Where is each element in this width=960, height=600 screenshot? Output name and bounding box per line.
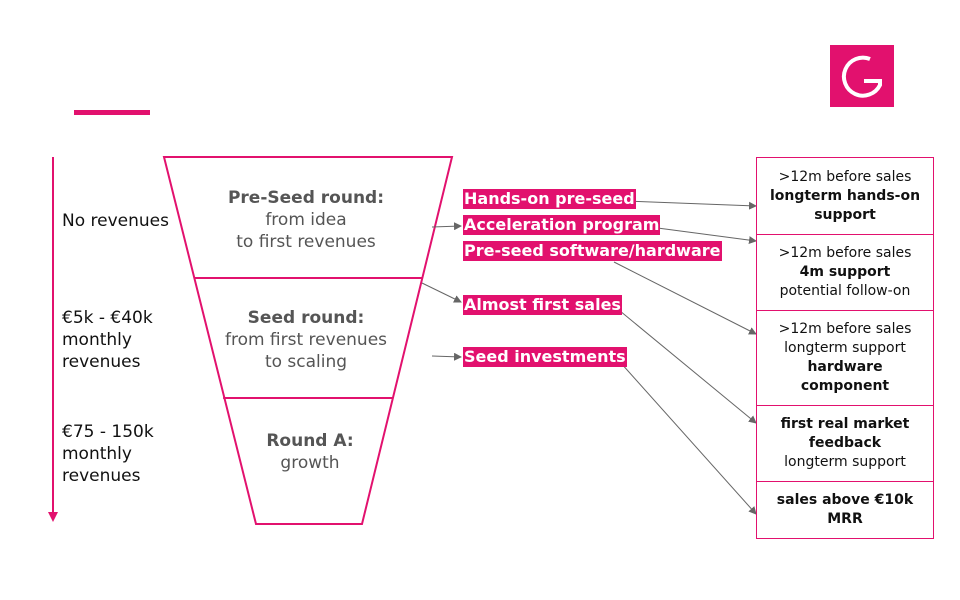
arrow-preseed-hw-to-box3 — [613, 261, 757, 335]
revenue-axis-arrowhead — [48, 512, 58, 522]
program-hands-on-pre-seed: Hands-on pre-seed — [463, 189, 636, 209]
funnel-stage-seed: Seed round: from first revenues to scali… — [224, 308, 388, 372]
funnel-stage-round-a: Round A: growth — [266, 431, 354, 473]
detail-box-2: >12m before sales 4m support potential f… — [756, 234, 934, 311]
arrow-preseed-to-almost-first-sales — [421, 282, 462, 303]
program-pre-seed-software-hardware: Pre-seed software/hardware — [463, 241, 722, 261]
arrow-seed-to-seed-investments — [431, 352, 462, 361]
arrow-hands-on-to-box1 — [625, 200, 757, 210]
arrow-almost-sales-to-box4 — [613, 305, 757, 424]
revenue-level-none: No revenues — [62, 211, 169, 231]
program-acceleration: Acceleration program — [463, 215, 661, 235]
funnel-stage-pre-seed: Pre-Seed round: from idea to first reven… — [227, 188, 385, 252]
detail-box-5: sales above €10k MRR — [756, 481, 934, 539]
revenue-level-75k-150k: €75 - 150k monthly revenues — [62, 422, 154, 486]
detail-box-3: >12m before sales longterm support hardw… — [756, 310, 934, 406]
arrow-seed-investments-to-box5 — [619, 361, 757, 515]
arrow-preseed-to-programs — [431, 222, 462, 231]
program-seed-investments: Seed investments — [463, 347, 627, 367]
g-logo-icon — [830, 45, 894, 107]
program-almost-first-sales: Almost first sales — [463, 295, 622, 315]
detail-box-4: first real market feedback longterm supp… — [756, 405, 934, 482]
revenue-level-5k-40k: €5k - €40k monthly revenues — [62, 308, 153, 372]
detail-box-1: >12m before sales longterm hands-on supp… — [756, 157, 934, 235]
title-accent-line — [74, 110, 150, 115]
funnel-outline — [162, 156, 454, 525]
arrow-acceleration-to-box2 — [649, 226, 757, 245]
